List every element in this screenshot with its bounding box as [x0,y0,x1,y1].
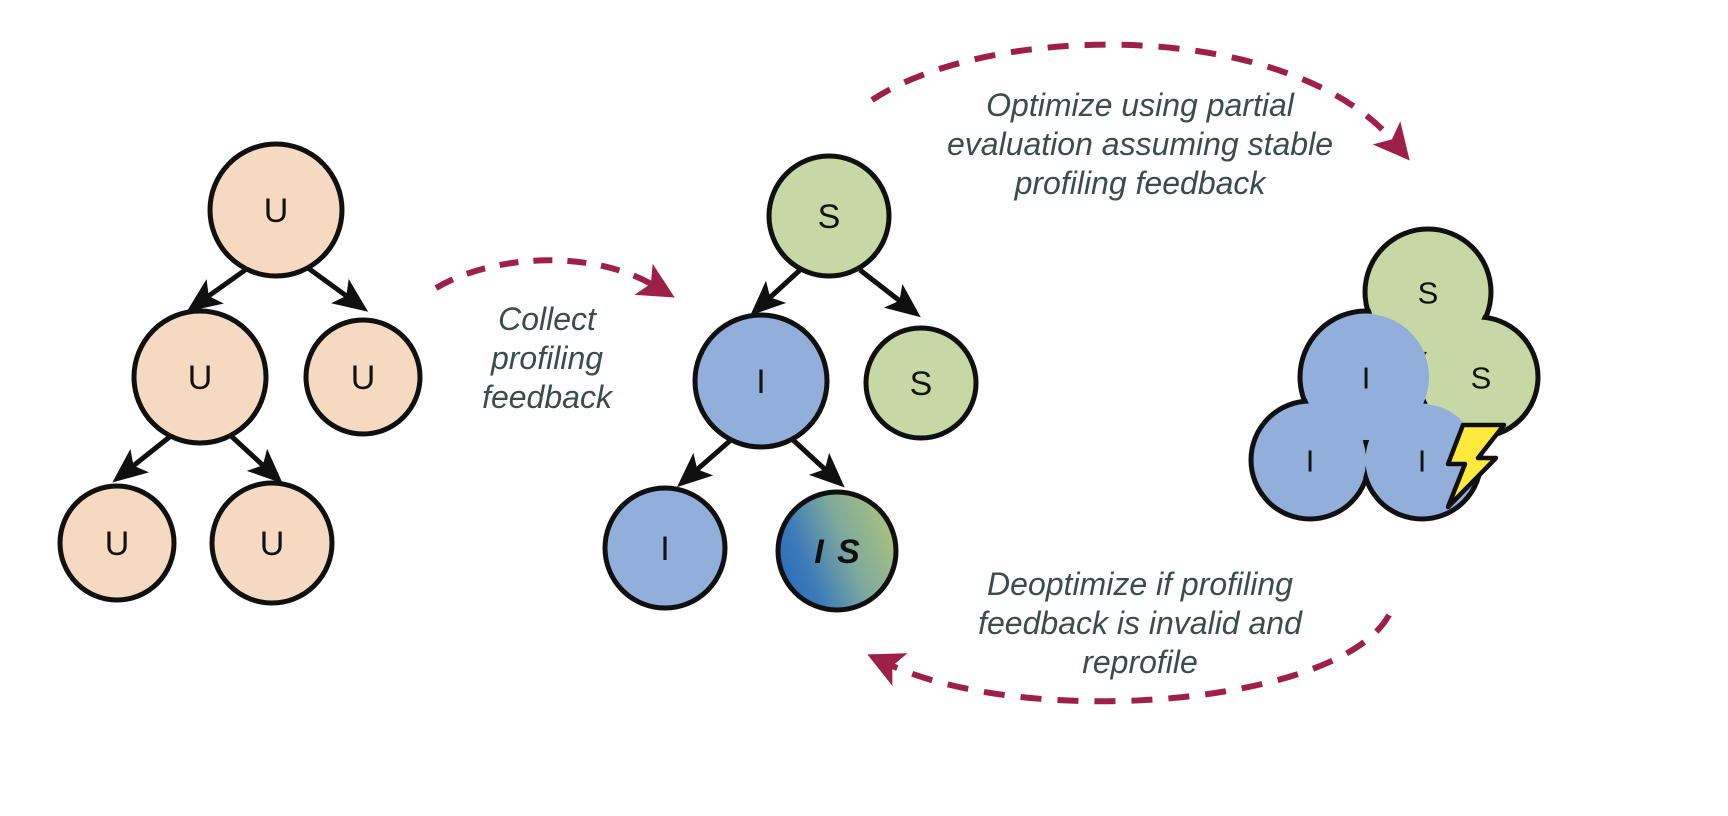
node-circle [602,485,728,611]
deoptimize-arrow-path [867,613,1392,705]
node-label: I [756,363,765,401]
cluster-label-i-right: I [1418,444,1427,479]
node-circle [692,312,830,450]
node-circle [303,317,423,437]
node-circle [207,141,345,279]
tree-node-p-root[interactable]: S [766,153,892,279]
cluster-label-i-mid: I [1362,361,1371,396]
caption-collect-profiling-feedback: Collect profiling feedback [482,301,612,416]
unoptimized-tree: U U U U U [57,141,423,606]
cluster-fill-s-right [1421,320,1535,434]
node-label: S [818,198,841,236]
caption-deoptimize-reprofile: Deoptimize if profiling feedback is inva… [978,566,1302,681]
edge-root-left [750,268,802,316]
cluster-fill-s-top [1368,232,1488,352]
node-label: U [351,359,376,397]
node-circle [131,308,269,446]
deoptimization-lightning-bolt-icon [1445,422,1507,510]
node-circle [57,483,177,603]
deoptimize-reprofile-arrow [867,613,1392,705]
edge-left-lr [228,433,283,484]
tree-node-u-leftleft[interactable]: U [57,483,177,603]
edge-left-ll [112,433,174,483]
optimize-arrow-path [870,41,1410,161]
tree-node-p-leftright-gradient[interactable]: I S [775,489,899,613]
caption-optimize-partial-evaluation: Optimize using partial evaluation assumi… [946,87,1333,202]
edge-root-right [306,265,369,312]
edge-left-ll [676,437,734,488]
tree-node-p-left[interactable]: I [692,312,830,450]
cluster-fill-i-left-2 [1254,404,1366,516]
node-circle [766,153,892,279]
tree-node-p-right[interactable]: S [863,325,979,441]
cluster-label-s-top: S [1418,276,1439,311]
profiled-tree: S I S I I S [602,153,979,613]
node-label: U [264,192,289,230]
edge-root-left [186,265,250,312]
tree-node-u-leftright[interactable]: U [209,480,335,606]
profiled-tree-edges [676,268,921,488]
tree-node-u-right[interactable]: U [303,317,423,437]
cluster-fill-i-right-2 [1366,404,1478,516]
tree-node-u-root[interactable]: U [207,141,345,279]
node-label: U [260,525,285,563]
unoptimized-tree-edges [112,265,369,484]
edge-left-lr [790,437,845,488]
optimized-cluster[interactable]: S S I I I [1248,226,1541,522]
node-label: U [188,359,213,397]
node-label: I S [814,533,862,571]
cluster-label-i-left: I [1306,444,1315,479]
node-circle [209,480,335,606]
tree-node-u-left[interactable]: U [131,308,269,446]
tree-node-p-leftleft[interactable]: I [602,485,728,611]
cluster-fill-i-mid-2 [1303,314,1429,440]
edge-root-right [858,268,921,318]
node-label: U [105,525,130,563]
optimize-partial-evaluation-arrow [870,41,1410,161]
collect-arrow-path [434,257,675,298]
node-label: S [910,365,933,403]
node-circle [775,489,899,613]
node-label: I [660,530,669,568]
cluster-label-s-right: S [1471,361,1492,396]
node-circle [863,325,979,441]
collect-profiling-feedback-arrow [434,257,675,298]
